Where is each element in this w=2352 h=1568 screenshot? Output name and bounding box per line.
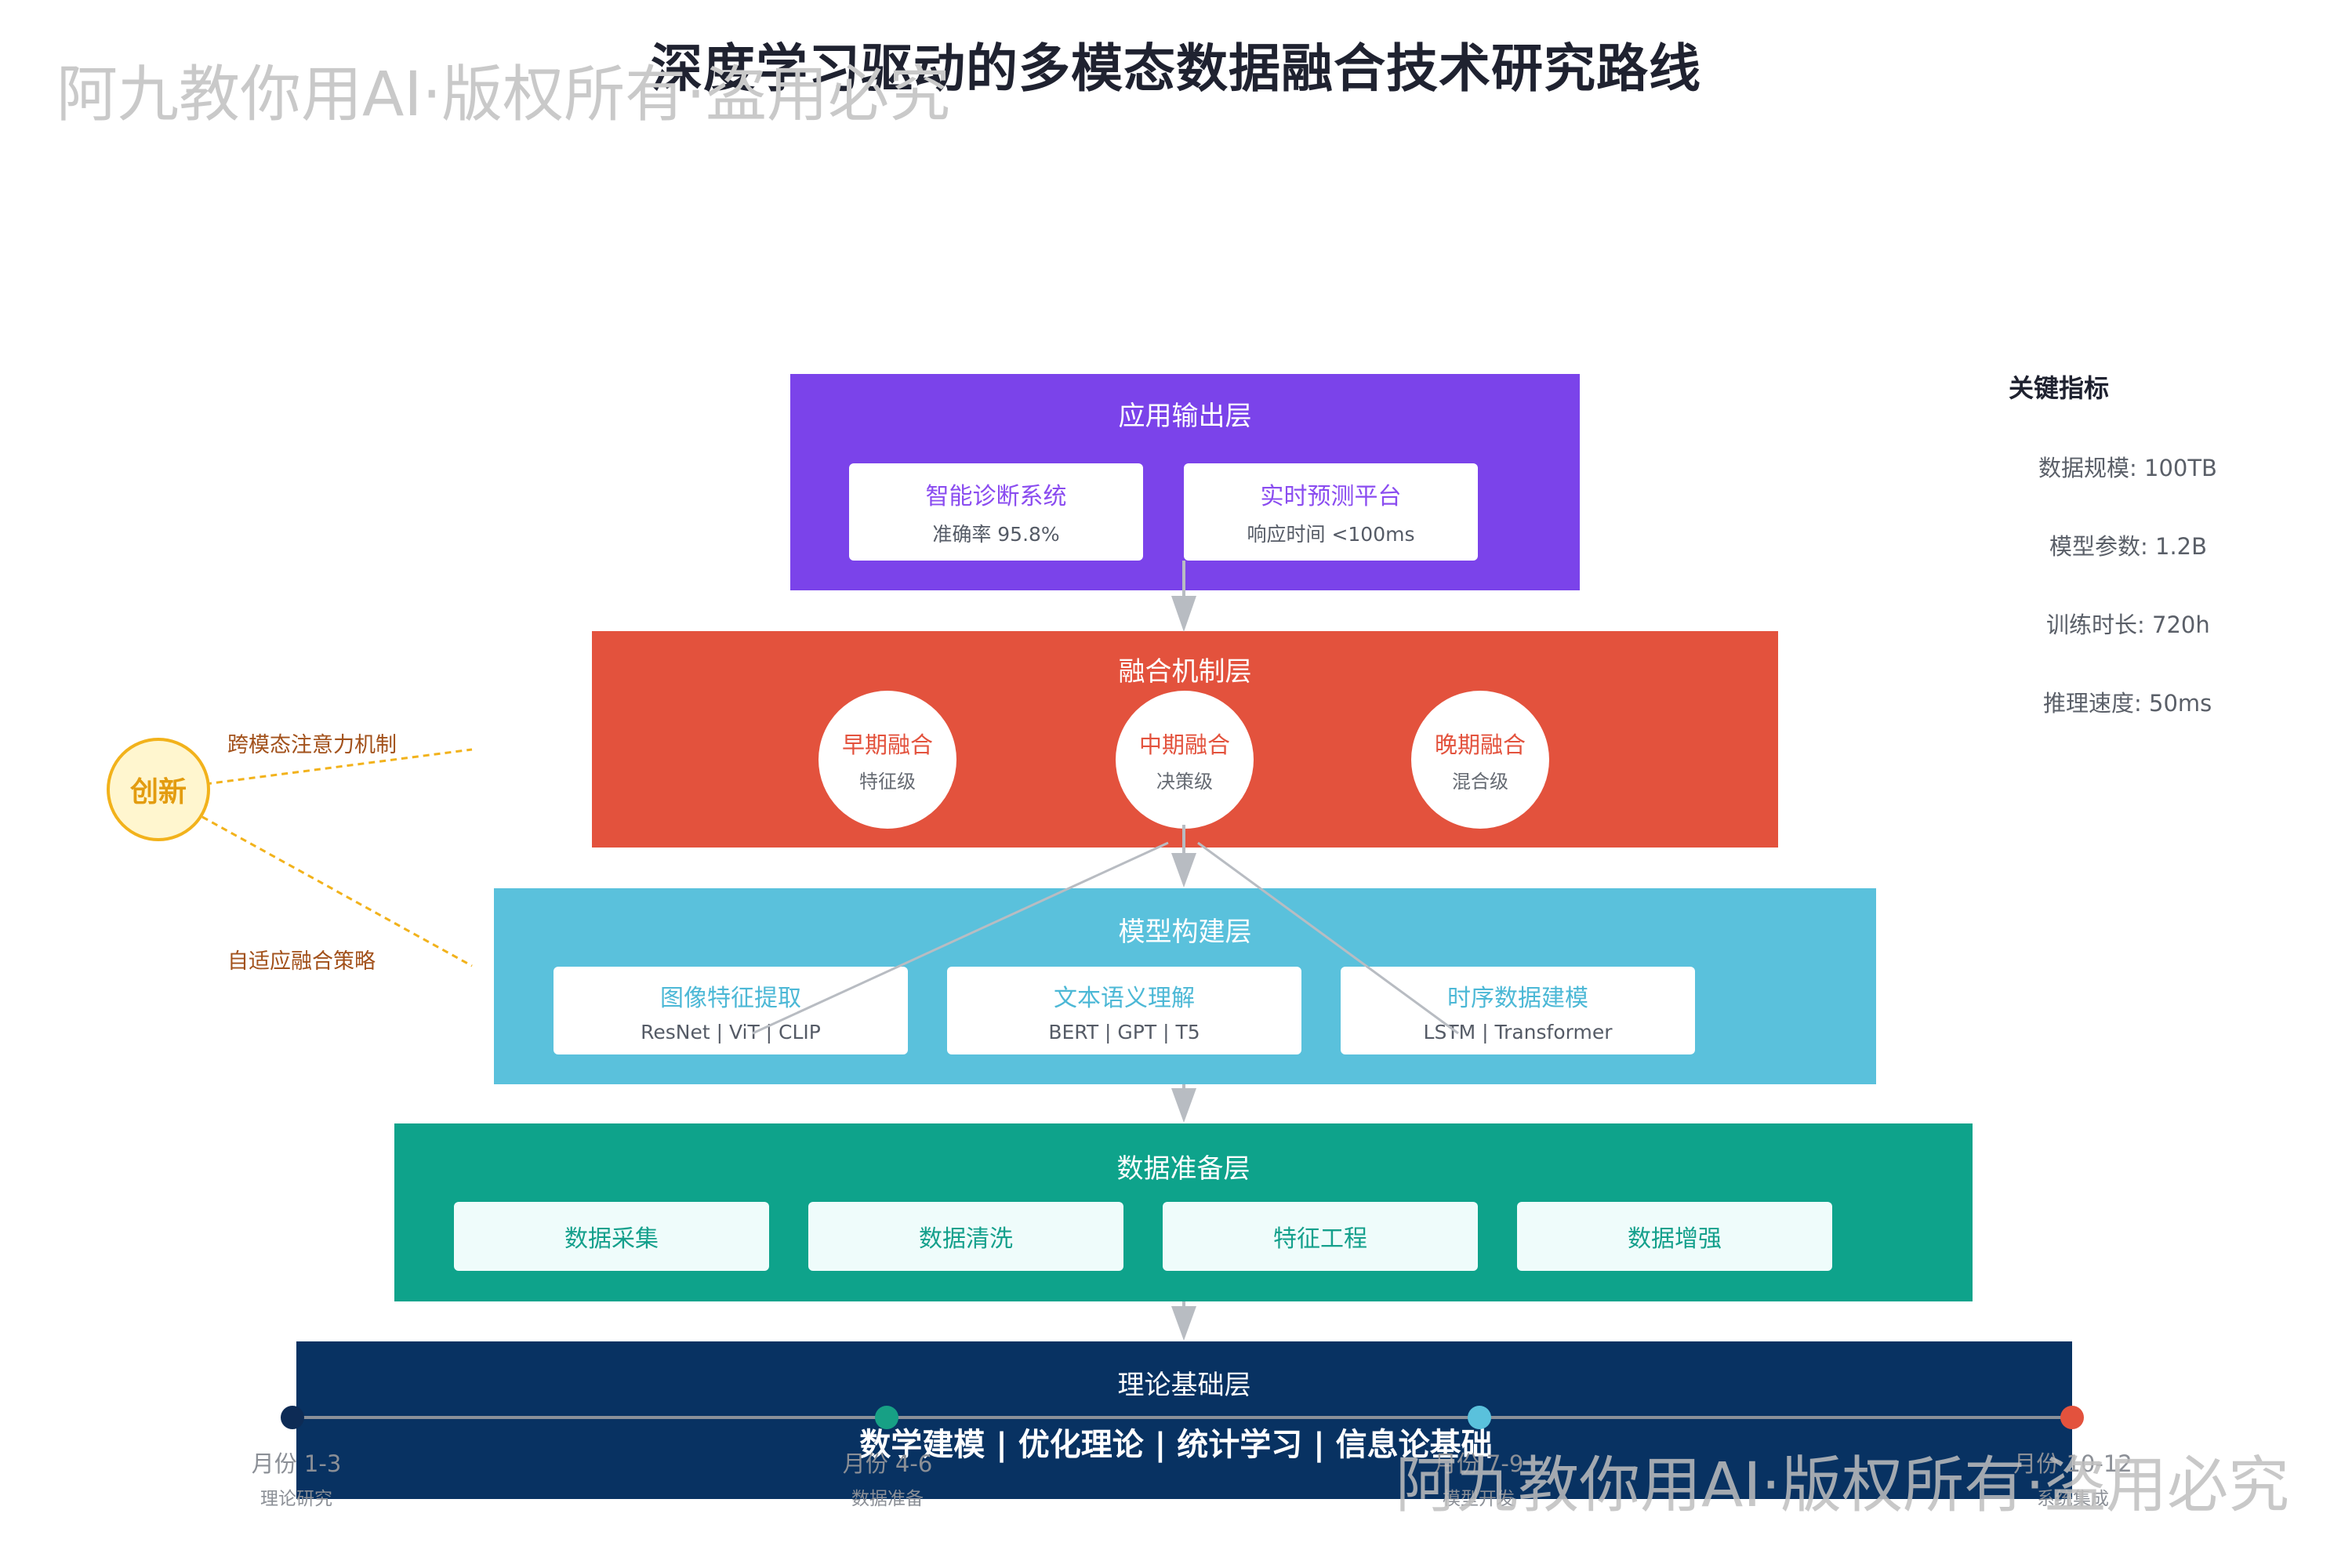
watermark-bottom: 阿九教你用AI·版权所有·盗用必究 [1396, 1450, 2289, 1521]
fusion-circle-late[interactable]: 晚期融合 混合级 [1411, 691, 1549, 829]
data-card-feature-engineering[interactable]: 特征工程 [1163, 1202, 1478, 1271]
timeline-month: 月份 10-12 [2013, 1450, 2132, 1477]
data-card-label: 数据增强 [1628, 1225, 1722, 1253]
fusion-circle-detail: 混合级 [1452, 770, 1508, 793]
timeline-label: 月份 10-12 系统集成 [1979, 1446, 2167, 1510]
page-title: 深度学习驱动的多模态数据融合技术研究路线 [651, 38, 1701, 99]
model-card-name: 文本语义理解 [1054, 984, 1195, 1012]
fusion-circle-middle[interactable]: 中期融合 决策级 [1116, 691, 1254, 829]
data-card-label: 数据采集 [564, 1225, 659, 1253]
arrow-head [1171, 1306, 1196, 1341]
fusion-circle-detail: 特征级 [859, 770, 916, 793]
timeline-label: 月份 1-3 理论研究 [202, 1446, 390, 1510]
fusion-circle-detail: 决策级 [1156, 770, 1213, 793]
timeline-label: 月份 4-6 数据准备 [793, 1446, 982, 1510]
timeline-phase: 模型开发 [1443, 1489, 1515, 1509]
data-card-cleaning[interactable]: 数据清洗 [808, 1202, 1123, 1271]
timeline-dot[interactable] [2060, 1406, 2084, 1429]
layer-theory: 理论基础层 [296, 1341, 2072, 1499]
fusion-circle-name: 晚期融合 [1434, 731, 1526, 758]
layer-title-fusion: 融合机制层 [1118, 656, 1252, 688]
layer-title-data: 数据准备层 [1116, 1153, 1250, 1185]
layer-title-theory: 理论基础层 [1117, 1370, 1251, 1401]
fusion-circle-early[interactable]: 早期融合 特征级 [818, 691, 956, 829]
timeline-label: 月份 7-9 模型开发 [1385, 1446, 1573, 1510]
fusion-circle-name: 早期融合 [841, 731, 933, 758]
innovation-badge[interactable]: 创新 [107, 738, 210, 841]
model-card-name: 图像特征提取 [660, 984, 801, 1012]
layer-application: 应用输出层 智能诊断系统 准确率 95.8% 实时预测平台 响应时间 <100m… [790, 374, 1580, 590]
model-card-image[interactable]: 图像特征提取 ResNet | ViT | CLIP [554, 967, 908, 1054]
fusion-circle-name: 中期融合 [1138, 731, 1230, 758]
data-card-label: 数据清洗 [919, 1225, 1013, 1253]
app-card-detail: 响应时间 <100ms [1247, 523, 1415, 546]
model-card-detail: BERT | GPT | T5 [1048, 1020, 1200, 1044]
data-card-augmentation[interactable]: 数据增强 [1517, 1202, 1832, 1271]
timeline-month: 月份 7-9 [1433, 1450, 1524, 1477]
app-card-diagnosis[interactable]: 智能诊断系统 准确率 95.8% [849, 463, 1143, 561]
app-card-prediction[interactable]: 实时预测平台 响应时间 <100ms [1184, 463, 1478, 561]
innovation-note: 自适应融合策略 [227, 949, 376, 974]
innovation-dash-line [201, 815, 473, 967]
metrics-title: 关键指标 [2009, 373, 2110, 403]
timeline-phase: 数据准备 [851, 1489, 924, 1509]
fusion-connector-line [1197, 841, 1459, 1035]
arrow-head [1171, 853, 1196, 887]
theory-items: 数学建模 | 优化理论 | 统计学习 | 信息论基础 [859, 1427, 1493, 1463]
layer-model: 模型构建层 图像特征提取 ResNet | ViT | CLIP 文本语义理解 … [494, 888, 1876, 1084]
app-card-detail: 准确率 95.8% [932, 523, 1060, 546]
app-card-name: 实时预测平台 [1260, 483, 1402, 510]
timeline-dot[interactable] [281, 1406, 304, 1429]
app-card-name: 智能诊断系统 [925, 483, 1067, 510]
layer-title-model: 模型构建层 [1118, 916, 1252, 948]
model-card-name: 时序数据建模 [1447, 984, 1588, 1012]
model-card-detail: ResNet | ViT | CLIP [641, 1020, 821, 1044]
fusion-connector-line [752, 841, 1169, 1035]
layer-fusion: 融合机制层 早期融合 特征级 中期融合 决策级 晚期融合 混合级 [592, 631, 1778, 848]
layer-data: 数据准备层 数据采集 数据清洗 特征工程 数据增强 [394, 1123, 1973, 1301]
timeline-phase: 理论研究 [260, 1489, 332, 1509]
arrow-head [1171, 596, 1196, 632]
metric-item: 推理速度: 50ms [2043, 690, 2212, 717]
timeline-dot[interactable] [875, 1406, 898, 1429]
timeline-month: 月份 1-3 [251, 1450, 342, 1477]
innovation-dash-line [205, 748, 473, 786]
layer-title-application: 应用输出层 [1118, 401, 1252, 432]
metric-item: 数据规模: 100TB [2038, 455, 2217, 481]
model-card-text[interactable]: 文本语义理解 BERT | GPT | T5 [947, 967, 1301, 1054]
innovation-note: 跨模态注意力机制 [227, 733, 397, 757]
arrow-head [1171, 1088, 1196, 1123]
metric-item: 训练时长: 720h [2046, 612, 2210, 638]
data-card-collection[interactable]: 数据采集 [454, 1202, 769, 1271]
timeline-phase: 系统集成 [2037, 1489, 2109, 1509]
timeline-month: 月份 4-6 [842, 1450, 933, 1477]
metric-item: 模型参数: 1.2B [2049, 533, 2208, 560]
data-card-label: 特征工程 [1273, 1225, 1367, 1253]
watermark-top: 阿九教你用AI·版权所有·盗用必究 [56, 60, 950, 130]
timeline-dot[interactable] [1468, 1406, 1491, 1429]
